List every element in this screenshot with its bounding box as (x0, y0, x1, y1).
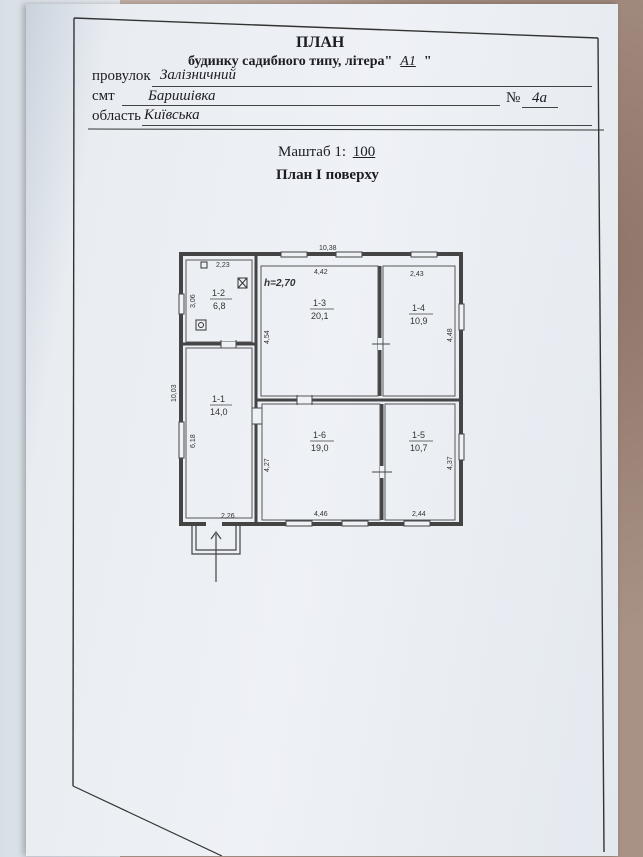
doors (206, 338, 392, 526)
settlement-value: Баришівка (148, 88, 216, 104)
outer-wall (179, 252, 463, 526)
dim-4-46: 4,46 (314, 511, 328, 518)
dim-overall-width: 10,38 (319, 245, 337, 252)
document-title: ПЛАН (296, 34, 345, 51)
entrance-porch (191, 526, 241, 582)
region-label: область (92, 108, 141, 124)
dim-6-18: 6,18 (190, 434, 197, 448)
scale-line: Маштаб 1: 100 (278, 144, 375, 161)
street-value: Залізничний (160, 67, 237, 83)
region-underline (142, 125, 592, 126)
dim-overall-length: 10,03 (171, 384, 178, 402)
street-label: провулок (92, 68, 151, 84)
region-value: Київська (144, 107, 200, 123)
number-underline (522, 107, 558, 108)
subtitle-prefix: будинку садибного типу, літера" (188, 54, 393, 69)
subtitle-suffix: " (423, 54, 432, 69)
dim-2-44: 2,44 (412, 511, 426, 518)
room-1-1-code: 1-1 (212, 394, 225, 404)
settlement-label: смт (92, 88, 115, 104)
windows (178, 251, 465, 527)
dim-4-42: 4,42 (314, 269, 328, 276)
document-sheet: ПЛАН будинку садибного типу, літера"А1" … (26, 4, 618, 856)
ceiling-height: h=2,70 (264, 278, 296, 289)
room-1-2-area: 6,8 (213, 301, 226, 311)
dim-2-23: 2,23 (216, 262, 230, 269)
document-subtitle: будинку садибного типу, літера" А1 " (188, 54, 432, 70)
number-label: № (506, 90, 521, 106)
settlement-underline (122, 105, 500, 106)
boiler-icon (237, 277, 248, 289)
room-1-1-area: 14,0 (210, 407, 228, 417)
dim-4-54: 4,54 (264, 330, 271, 344)
dim-3-06: 3,06 (190, 294, 197, 308)
room-1-2-code: 1-2 (212, 288, 225, 298)
room-1-3-code: 1-3 (313, 298, 326, 308)
room-1-5-area: 10,7 (410, 443, 428, 453)
room-1-4-code: 1-4 (412, 303, 425, 313)
room-1-6-area: 19,0 (311, 443, 329, 453)
floor-title: План І поверху (276, 167, 379, 183)
dim-4-37: 4,37 (447, 456, 454, 470)
dim-4-27: 4,27 (264, 458, 271, 472)
litera-value: А1 (400, 54, 416, 69)
meter-icon (200, 261, 208, 269)
floor-plan: 1-2 6,8 1-1 14,0 1-3 20,1 1-4 10,9 1-6 1… (171, 245, 465, 582)
sheet-frame (72, 17, 605, 856)
room-1-5-code: 1-5 (412, 430, 425, 440)
street-underline (152, 86, 592, 87)
scale-label: Маштаб 1: (278, 144, 346, 160)
scale-value: 100 (352, 144, 376, 160)
dim-2-43: 2,43 (410, 271, 424, 278)
room-1-3-area: 20,1 (311, 311, 329, 321)
dim-2-26: 2,26 (221, 513, 235, 520)
dim-4-48: 4,48 (447, 328, 454, 342)
room-1-6-code: 1-6 (313, 430, 326, 440)
room-1-4-area: 10,9 (410, 316, 428, 326)
stove-icon (195, 319, 207, 331)
number-value: 4а (532, 90, 547, 106)
